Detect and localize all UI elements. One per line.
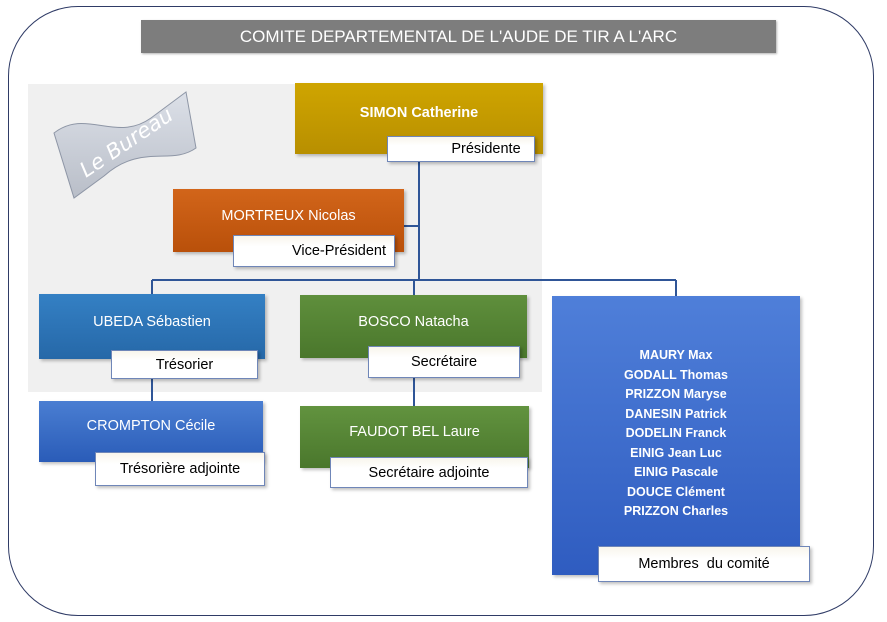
president-role-box: Présidente	[387, 136, 535, 162]
tresorier-box: UBEDA Sébastien	[39, 294, 265, 359]
tresorier-name: UBEDA Sébastien	[93, 314, 211, 330]
vice-president-role: Vice-Président	[291, 243, 387, 259]
president-role: Présidente	[451, 141, 521, 157]
secretaire-adjointe-role-box: Secrétaire adjointe	[330, 457, 528, 488]
comite-member: GODALL Thomas	[624, 367, 728, 382]
le-bureau-banner: Le Bureau	[53, 91, 197, 199]
tresoriere-adjointe-box: CROMPTON Cécile	[39, 401, 263, 462]
tresorier-role: Trésorier	[155, 356, 214, 373]
secretaire-role: Secrétaire	[410, 354, 478, 370]
comite-member: PRIZZON Maryse	[625, 387, 727, 401]
tresoriere-adjointe-role-box: Trésorière adjointe	[95, 452, 265, 486]
comite-role: Membres du comité	[638, 556, 770, 572]
tresoriere-adjointe-role: Trésorière adjointe	[119, 461, 241, 477]
comite-role-box: Membres du comité	[598, 546, 810, 582]
comite-member: DANESIN Patrick	[625, 406, 727, 421]
comite-member: EINIG Jean Luc	[630, 445, 722, 460]
tresorier-role-box: Trésorier	[111, 350, 258, 379]
vice-president-role-box: Vice-Président	[233, 235, 395, 267]
comite-member: DOUCE Clément	[627, 484, 725, 499]
tresoriere-adjointe-name: CROMPTON Cécile	[86, 418, 216, 434]
org-title: COMITE DEPARTEMENTAL DE L'AUDE DE TIR A …	[141, 20, 776, 53]
comite-member: EINIG Pascale	[633, 465, 719, 479]
secretaire-adjointe-name: FAUDOT BEL Laure	[349, 424, 480, 440]
comite-box	[552, 296, 800, 575]
comite-member: DODELIN Franck	[625, 426, 727, 440]
outer-frame	[8, 6, 874, 616]
secretaire-adjointe-role: Secrétaire adjointe	[368, 464, 490, 481]
comite-member: PRIZZON Charles	[623, 504, 729, 518]
secretaire-role-box: Secrétaire	[368, 346, 520, 378]
vice-president-name: MORTREUX Nicolas	[221, 208, 356, 224]
comite-member: MAURY Max	[639, 348, 713, 362]
comite-members-list: MAURY Max GODALL Thomas PRIZZON Maryse D…	[553, 346, 799, 522]
president-name: SIMON Catherine	[359, 105, 479, 121]
secretaire-name: BOSCO Natacha	[358, 314, 469, 330]
